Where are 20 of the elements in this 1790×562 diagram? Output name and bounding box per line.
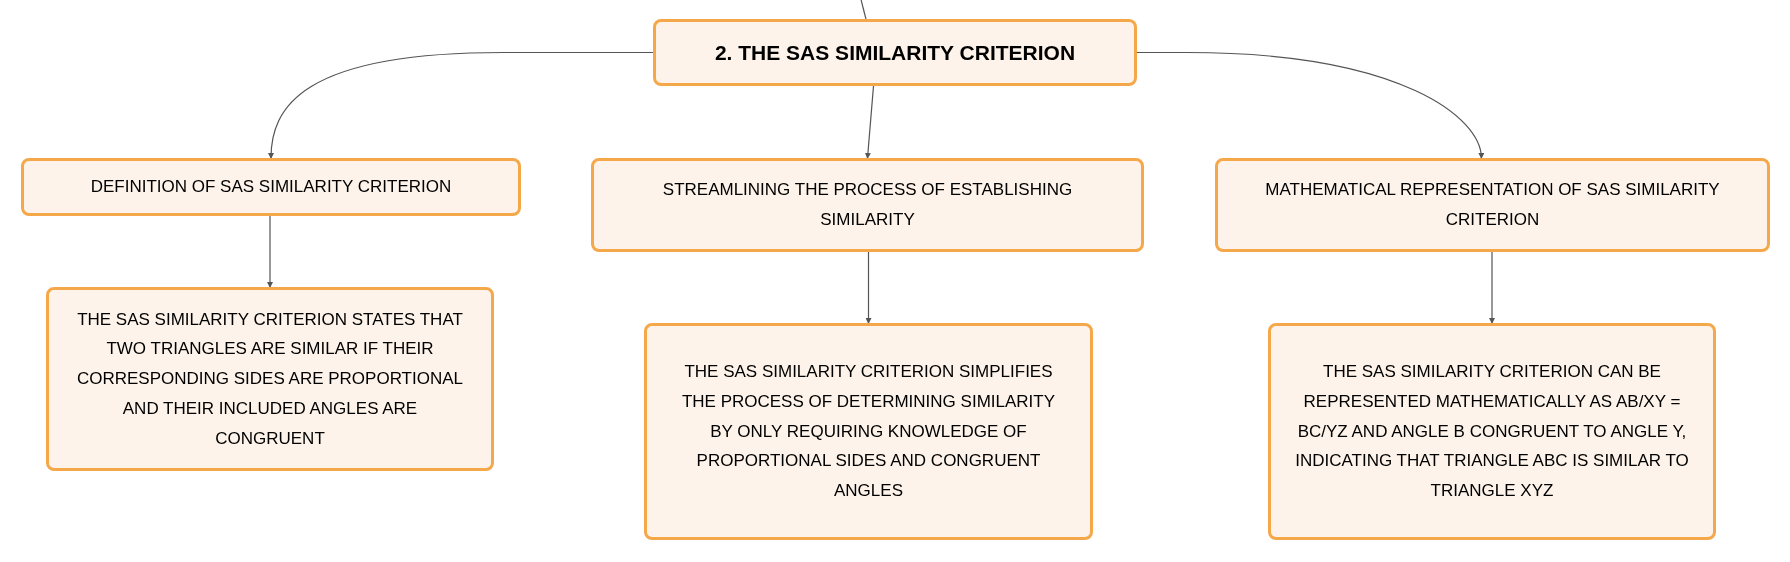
subtopic-box — [591, 158, 1144, 252]
detail-box — [1268, 323, 1716, 540]
node-text: THE SAS SIMILARITY CRITERION STATES THAT TWO TRIANGLES ARE SIMILAR IF THEIR CORRESPONDING SIDES ARE PROPORTIONAL AND THEIR INCLUDED ANGLES ARE CONGRUENT — [75, 308, 464, 450]
topic-box — [653, 19, 1137, 86]
connector-arrow — [267, 215, 273, 288]
node-text: DEFINITION OF SAS SIMILARITY CRITERION — [90, 176, 452, 199]
connector-arrow — [865, 251, 872, 324]
connector-arrow — [1489, 251, 1495, 324]
node-text: THE SAS SIMILARITY CRITERION CAN BE REPRESENTED MATHEMATICALLY AS AB/XY = BC/YZ AND ANGLE B CONGRUENT TO ANGLE Y, INDICATING THAT TRIANGLE ABC IS SIMILAR TO TRIANGLE XYZ — [1295, 361, 1689, 503]
node-text: 2. THE SAS SIMILARITY CRITERION — [714, 39, 1076, 66]
connector-arrow — [268, 51, 654, 159]
subtopic-box — [1215, 158, 1770, 252]
subtopic-box — [21, 158, 521, 216]
detail-box — [46, 287, 494, 471]
detail-box — [644, 323, 1093, 540]
node-text: THE SAS SIMILARITY CRITERION SIMPLIFIES THE PROCESS OF DETERMINING SIMILARITY BY ONLY REQUIRING KNOWLEDGE OF PROPORTIONAL SIDES AND CONGRUENT ANGLES — [680, 361, 1057, 503]
connector-arrow — [1136, 51, 1484, 159]
node-text: MATHEMATICAL REPRESENTATION OF SAS SIMILARITY CRITERION — [1264, 179, 1721, 231]
node-text: STREAMLINING THE PROCESS OF ESTABLISHING SIMILARITY — [661, 179, 1074, 231]
connector-arrow — [864, 85, 875, 159]
